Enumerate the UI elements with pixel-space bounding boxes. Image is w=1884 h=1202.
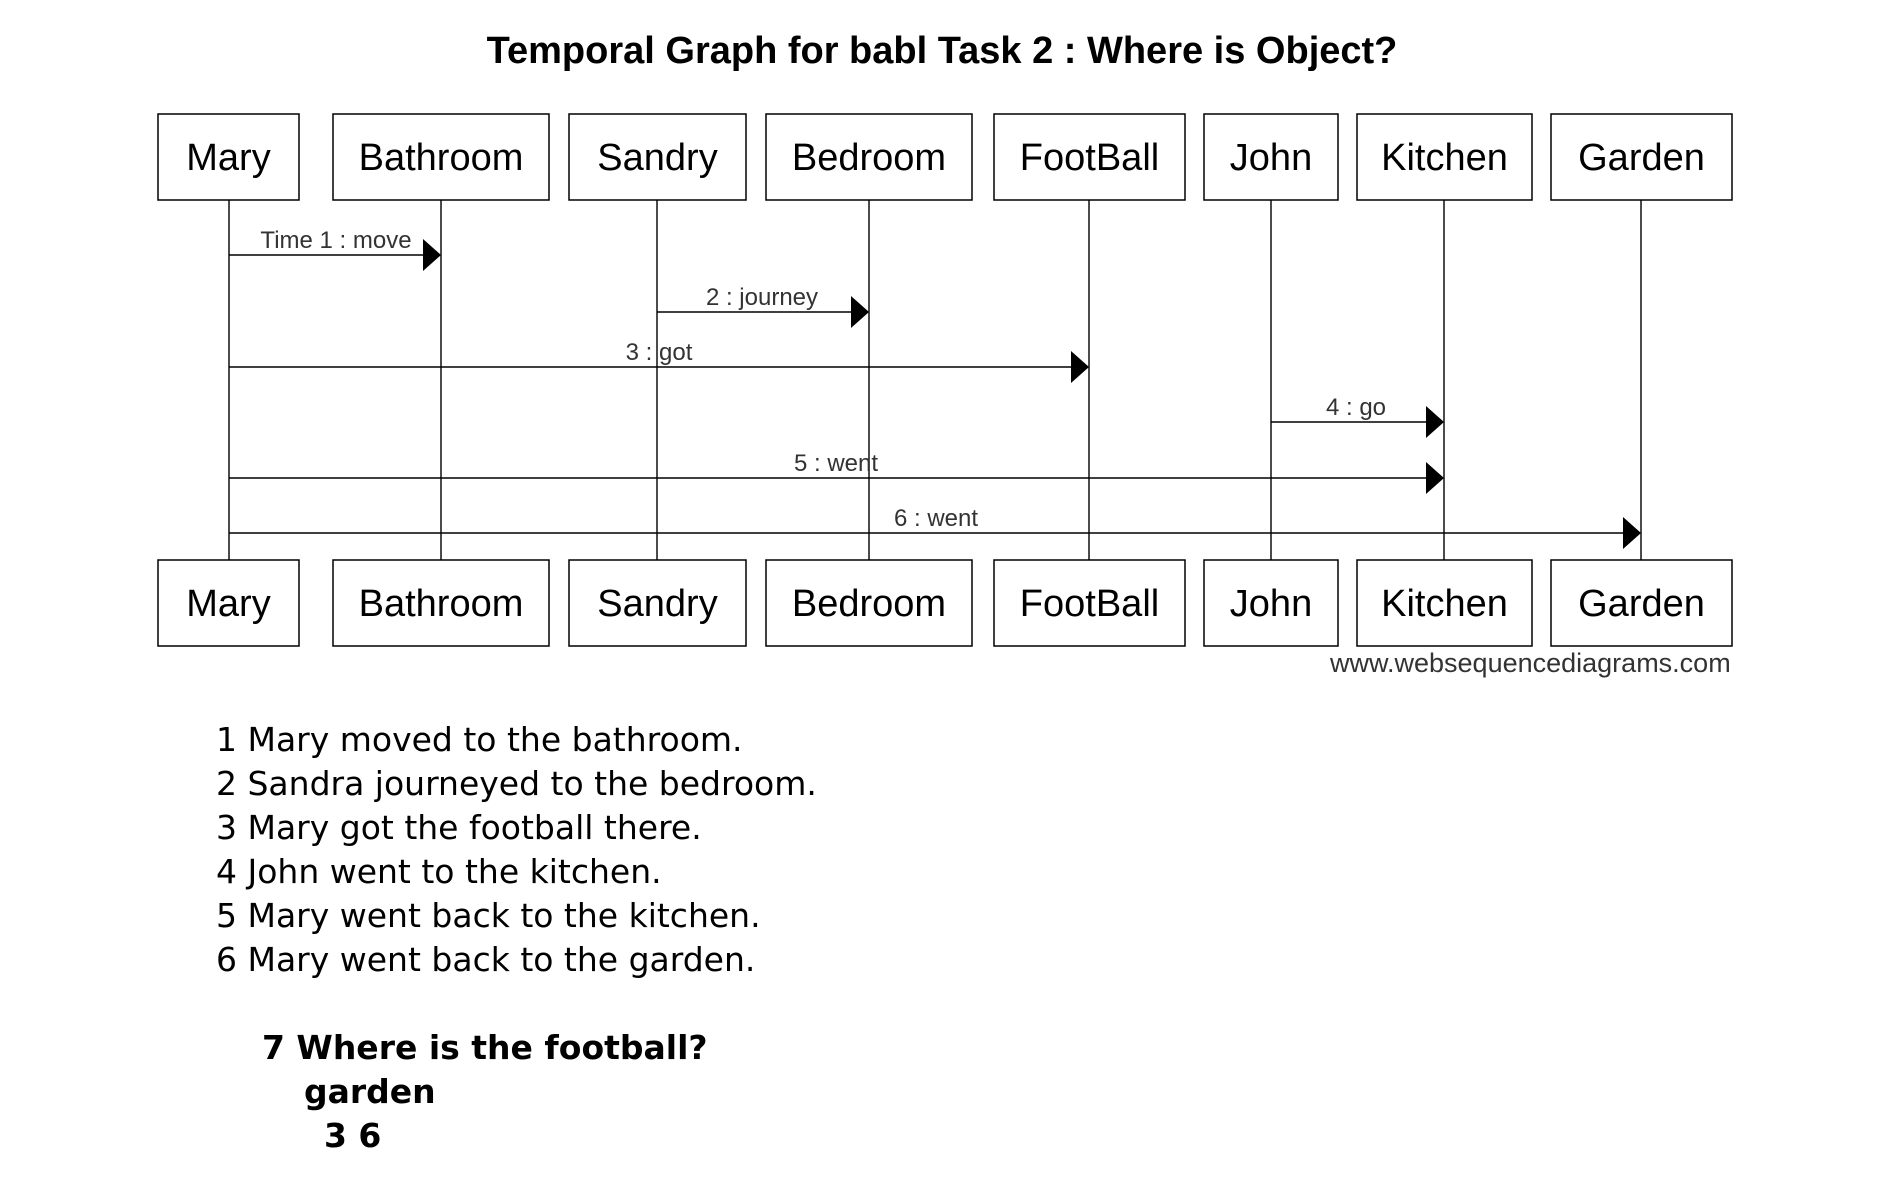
watermark: www.websequencediagrams.com xyxy=(1330,648,1731,678)
question-text: 7 Where is the football? xyxy=(261,1028,708,1067)
participant-garden-bottom-label: Garden xyxy=(1578,583,1705,625)
participant-football-bottom-box xyxy=(993,559,1186,647)
question-supporting-facts: 3 6 xyxy=(323,1116,382,1155)
message-5-label: 5 : went xyxy=(794,450,878,477)
story-line-4: 4 John went to the kitchen. xyxy=(216,852,662,891)
participant-mary-bottom-box xyxy=(157,559,300,647)
participant-bedroom-top-label: Bedroom xyxy=(792,137,946,179)
participant-sandry-bottom-box xyxy=(568,559,747,647)
participant-football-top-box xyxy=(993,113,1186,201)
message-4-label: 4 : go xyxy=(1326,394,1386,421)
participant-john-top-label: John xyxy=(1230,137,1312,179)
participant-mary-top-box xyxy=(157,113,300,201)
participant-kitchen-top-label: Kitchen xyxy=(1381,137,1508,179)
question-line: 7 Where is the football? garden 3 6 xyxy=(216,982,817,1202)
participant-bedroom-top-box xyxy=(765,113,973,201)
message-1-label: Time 1 : move xyxy=(260,227,411,254)
message-1-arrowhead xyxy=(423,239,441,271)
participant-mary-top-label: Mary xyxy=(186,137,270,179)
participant-john-bottom-label: John xyxy=(1230,583,1312,625)
story-line-2: 2 Sandra journeyed to the bedroom. xyxy=(216,764,817,803)
message-3-arrowhead xyxy=(1071,351,1089,383)
message-5-arrowhead xyxy=(1426,462,1444,494)
participant-kitchen-bottom-label: Kitchen xyxy=(1381,583,1508,625)
participant-bathroom-top-box xyxy=(332,113,550,201)
participant-bathroom-bottom-label: Bathroom xyxy=(359,583,524,625)
message-3-label: 3 : got xyxy=(626,339,693,366)
message-2-arrowhead xyxy=(851,296,869,328)
participant-bedroom-bottom-box xyxy=(765,559,973,647)
participant-mary-bottom-label: Mary xyxy=(186,583,270,625)
participant-kitchen-top-box xyxy=(1356,113,1533,201)
participant-garden-top-box xyxy=(1550,113,1733,201)
story-line-5: 5 Mary went back to the kitchen. xyxy=(216,896,761,935)
participant-sandry-top-label: Sandry xyxy=(597,137,717,179)
participant-garden-top-label: Garden xyxy=(1578,137,1705,179)
sequence-diagram: Time 1 : move 2 : journey 3 : got 4 : go 5 :… xyxy=(157,113,1733,647)
message-6-label: 6 : went xyxy=(894,505,978,532)
story-line-3: 3 Mary got the football there. xyxy=(216,808,702,847)
message-2-label: 2 : journey xyxy=(706,284,818,311)
participant-sandry-bottom-label: Sandry xyxy=(597,583,717,625)
diagram-title: Temporal Graph for babl Task 2 : Where i… xyxy=(486,30,1398,72)
question-answer: garden xyxy=(303,1072,436,1111)
participant-bedroom-bottom-label: Bedroom xyxy=(792,583,946,625)
participant-kitchen-bottom-box xyxy=(1356,559,1533,647)
participant-john-top-box xyxy=(1203,113,1339,201)
participant-bathroom-top-label: Bathroom xyxy=(359,137,524,179)
participant-football-top-label: FootBall xyxy=(1020,137,1159,179)
participant-john-bottom-box xyxy=(1203,559,1339,647)
participant-bathroom-bottom-box xyxy=(332,559,550,647)
participant-garden-bottom-box xyxy=(1550,559,1733,647)
story-line-6: 6 Mary went back to the garden. xyxy=(216,940,756,979)
story-line-1: 1 Mary moved to the bathroom. xyxy=(216,720,743,759)
participant-sandry-top-box xyxy=(568,113,747,201)
message-6-arrowhead xyxy=(1623,517,1641,549)
story-text: 1 Mary moved to the bathroom. 2 Sandra j… xyxy=(216,718,817,1202)
participant-football-bottom-label: FootBall xyxy=(1020,583,1159,625)
message-4-arrowhead xyxy=(1426,406,1444,438)
